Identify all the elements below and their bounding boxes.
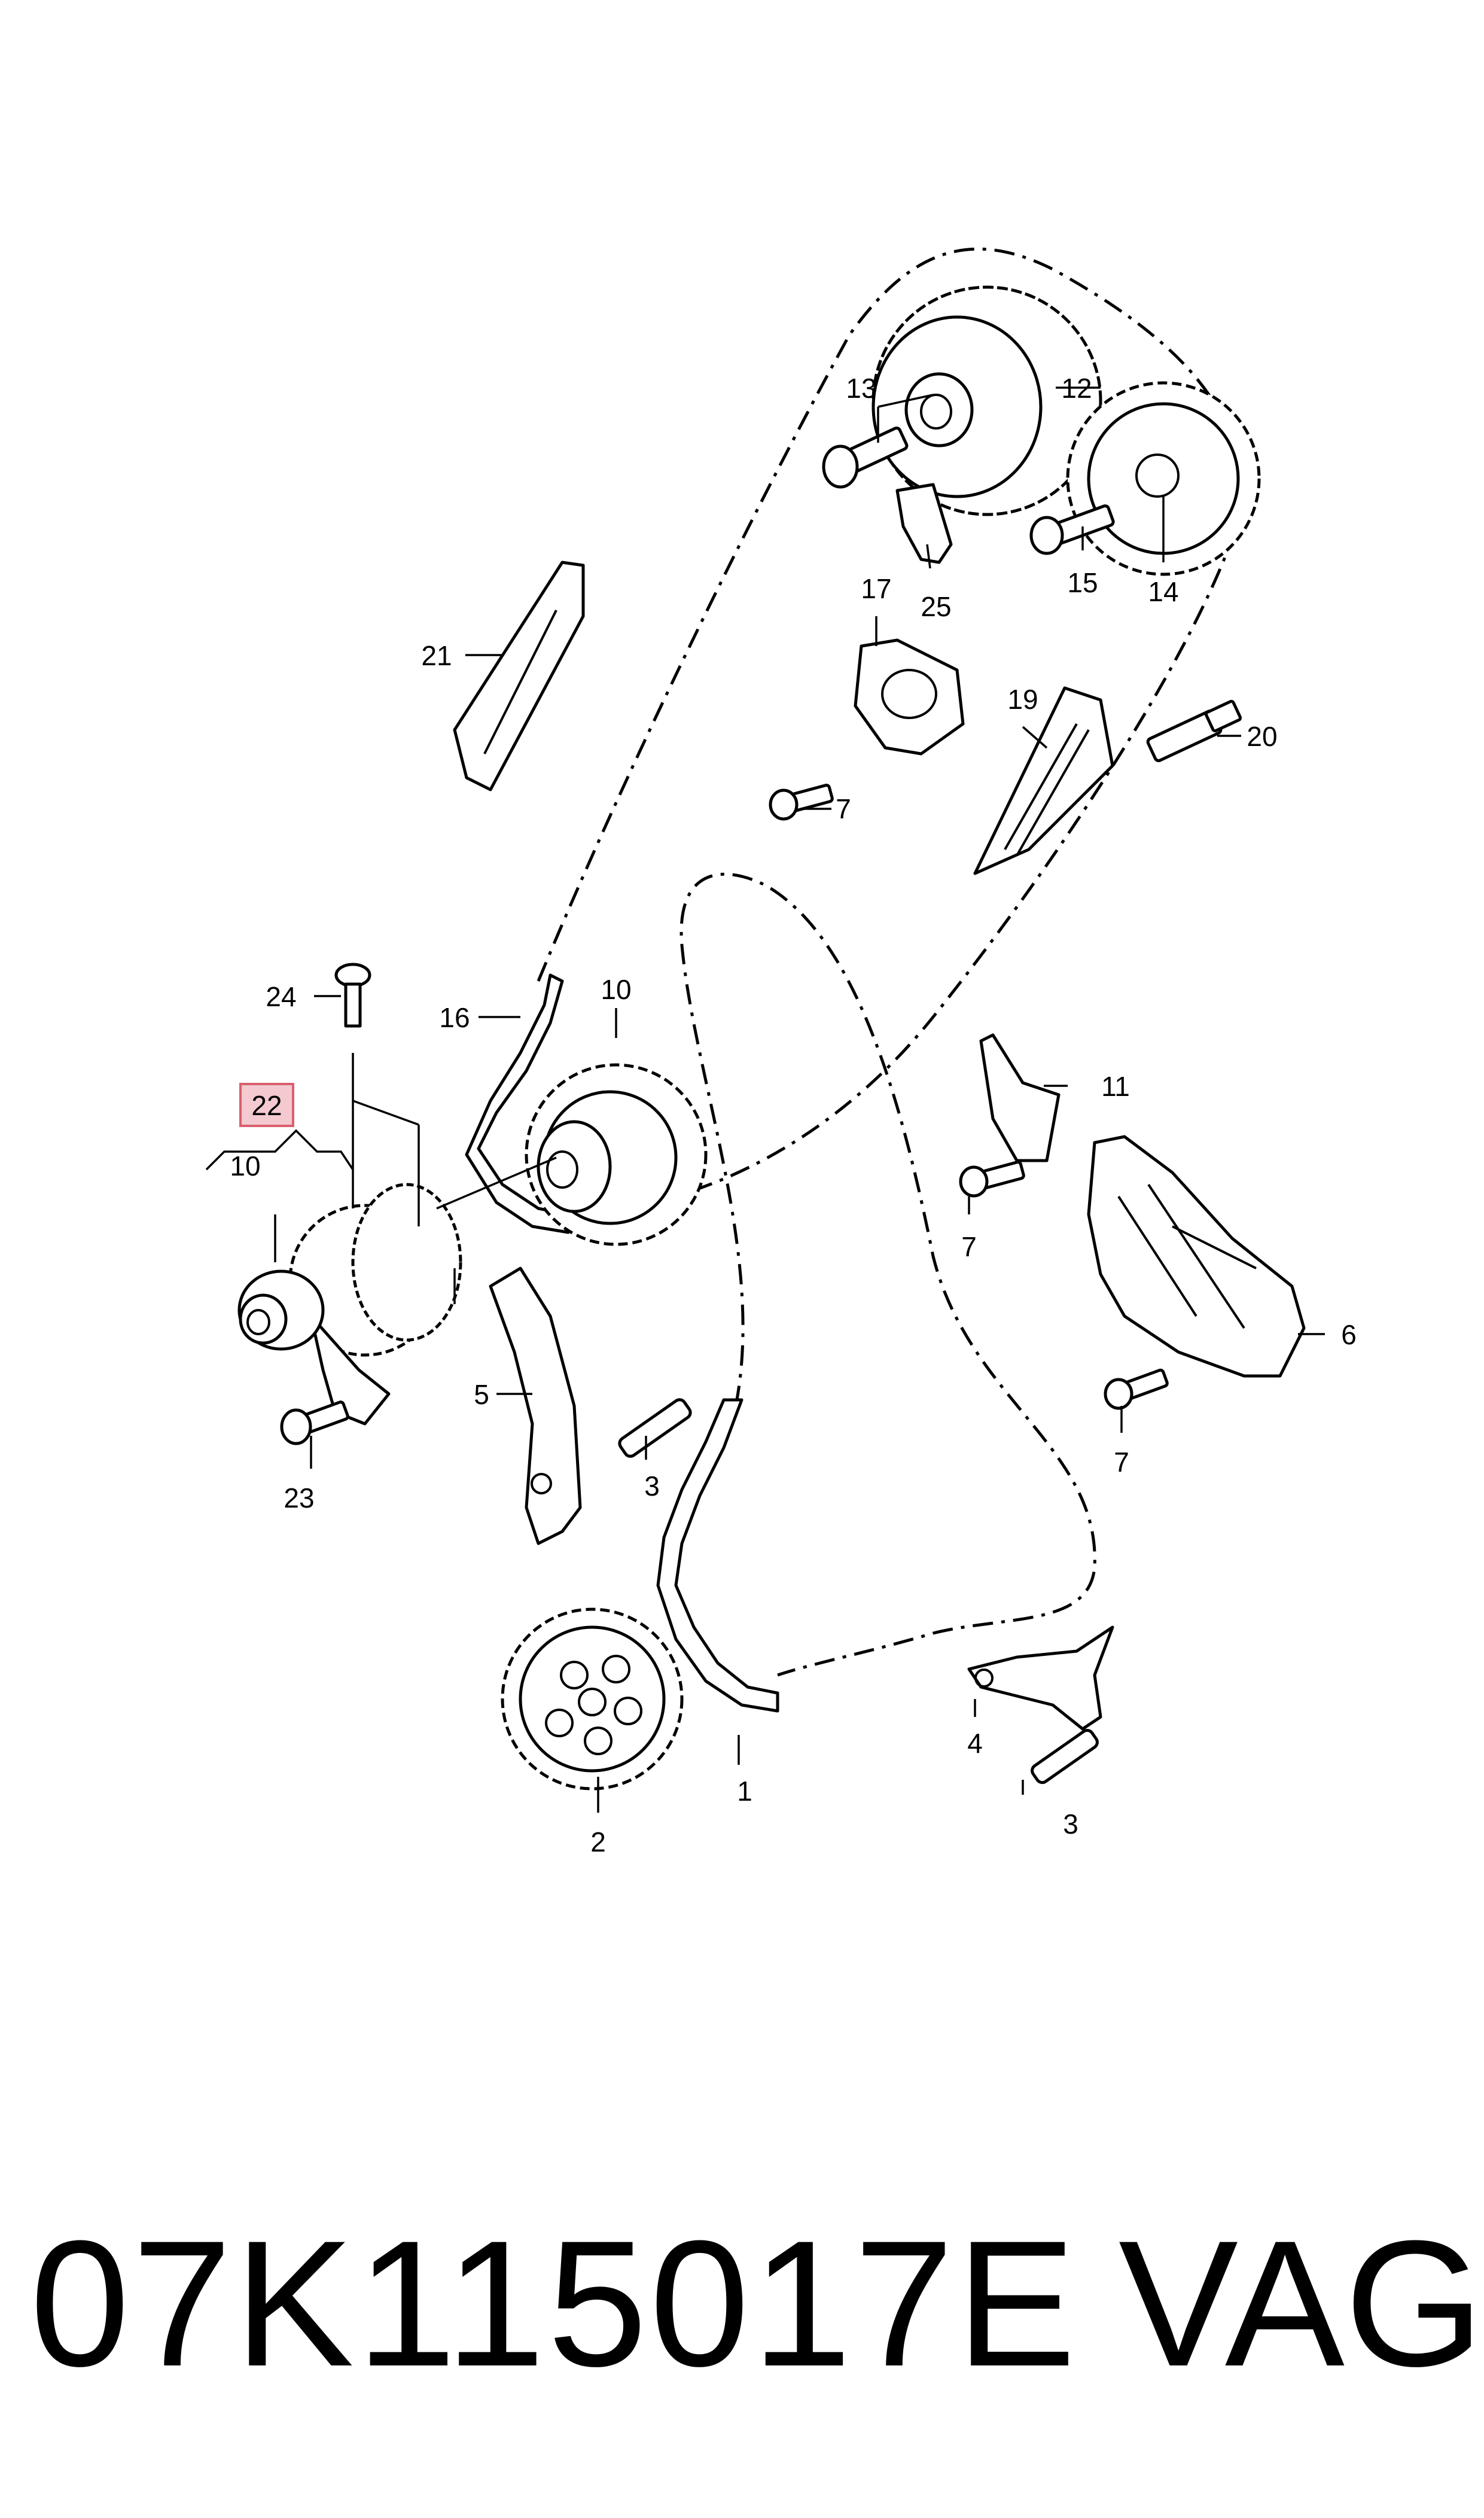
label-16: 16 (439, 1002, 470, 1033)
label-7-c: 7 (1114, 1447, 1129, 1478)
label-11: 11 (1101, 1071, 1130, 1102)
label-17: 17 (861, 573, 891, 604)
label-15: 15 (1067, 567, 1098, 598)
label-5: 5 (474, 1379, 489, 1410)
bolt-15 (1029, 504, 1115, 555)
bolt-23 (280, 1400, 349, 1445)
camshaft-adjuster-assembly-22 (237, 1183, 462, 1426)
bolt-24 (334, 963, 371, 1028)
chain-1 (656, 1398, 779, 1713)
label-22: 22 (251, 1090, 282, 1121)
sprocket-14 (1066, 381, 1261, 576)
label-6: 6 (1341, 1319, 1357, 1350)
pin-3-upper (618, 1398, 692, 1458)
brand-name: VAG (1119, 2203, 1484, 2404)
bolt-7-b (959, 1161, 1025, 1198)
label-10-a: 10 (601, 974, 631, 1005)
label-24: 24 (266, 981, 296, 1012)
label-4: 4 (967, 1728, 983, 1759)
tensioner-rail-5 (489, 1266, 582, 1545)
label-7-a: 7 (836, 793, 851, 824)
clip-25 (895, 483, 953, 564)
label-7-b: 7 (961, 1231, 977, 1262)
label-12: 12 (1061, 373, 1092, 404)
bolt-13 (822, 427, 909, 489)
label-20: 20 (1247, 721, 1277, 752)
bolt-7-a (769, 784, 834, 821)
chain-16 (465, 973, 570, 1234)
bolt-7-c (1104, 1368, 1169, 1410)
label-13: 13 (846, 373, 876, 404)
timing-chain-exploded-diagram: 13 12 14 15 25 17 7 19 20 21 24 16 10 11… (205, 247, 1357, 1858)
lower-chain-path (679, 872, 1096, 1677)
bracket-17 (854, 638, 965, 756)
guide-rail-19 (973, 686, 1114, 875)
cover-plate-6 (1087, 1135, 1306, 1378)
leader-lines (205, 386, 1325, 1813)
label-2: 2 (590, 1826, 606, 1858)
pin-3-lower (1031, 1728, 1099, 1785)
sensor-20 (1146, 699, 1242, 763)
camshaft-adjuster-10 (525, 1063, 708, 1246)
label-21: 21 (421, 640, 452, 671)
tensioner-4 (967, 1625, 1114, 1731)
part-number: 07K115017E (30, 2203, 1078, 2404)
label-14: 14 (1148, 576, 1178, 607)
crank-sprocket-2 (501, 1607, 684, 1791)
label-23: 23 (284, 1482, 314, 1514)
label-3-b: 3 (1063, 1808, 1078, 1840)
label-25: 25 (921, 591, 951, 622)
label-1: 1 (737, 1776, 752, 1807)
label-10-b: 10 (230, 1150, 260, 1182)
camshaft-adjuster-12 (871, 285, 1102, 516)
highlighted-part-22[interactable]: 22 (239, 1083, 294, 1127)
label-3-a: 3 (644, 1470, 660, 1502)
label-19: 19 (1007, 684, 1038, 715)
guide-rail-21 (453, 561, 585, 791)
bracket-11 (979, 1033, 1061, 1162)
